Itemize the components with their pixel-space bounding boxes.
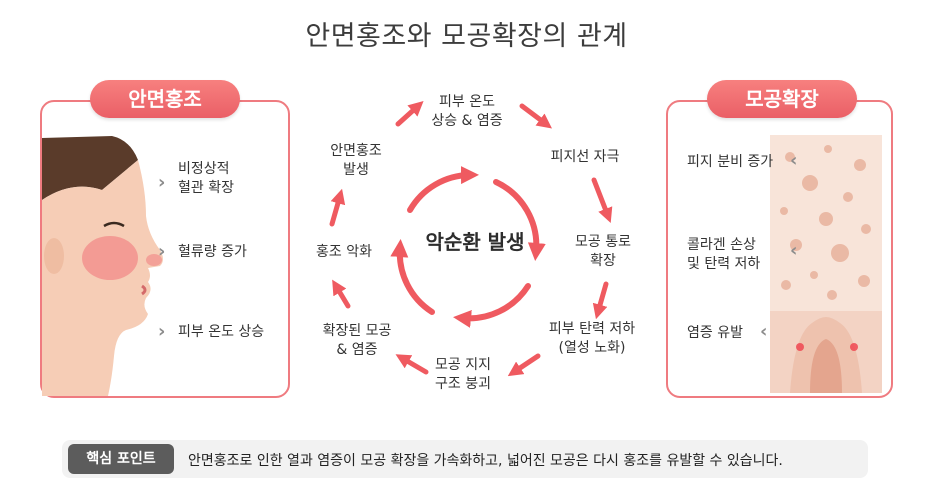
cycle-arrow-4 (592, 281, 609, 320)
key-point-text: 안면홍조로 인한 열과 염증이 모공 확장을 가속화하고, 넓어진 모공은 다시… (188, 453, 783, 469)
ring-arrow-right (493, 179, 546, 261)
chevron-right-icon: › (158, 172, 166, 193)
ring-arrow-left (390, 239, 435, 315)
chevron-left-icon: ‹ (790, 150, 798, 171)
chevron-left-icon: ‹ (790, 240, 798, 261)
symptom-vessel-dilation: 비정상적 혈관 확장 (178, 161, 234, 196)
symptom-inflammation: 염증 유발 (687, 325, 743, 341)
symptom-blood-flow: 혈류량 증가 (178, 244, 247, 260)
pore-header: 모공확장 (707, 80, 857, 118)
chevron-left-icon: ‹ (760, 321, 768, 342)
page-title: 안면홍조와 모공확장의 관계 (305, 21, 628, 52)
chevron-right-icon: › (158, 241, 166, 262)
cycle-node-pore-channel: 모공 통로 확장 (575, 234, 631, 269)
cycle-node-flush-onset: 안면홍조 발생 (330, 143, 382, 178)
symptom-sebum: 피지 분비 증가 (687, 154, 774, 170)
ring-arrow-bottom (453, 283, 531, 328)
cycle-arrow-1 (395, 100, 424, 127)
cycle-arrow-3 (591, 177, 613, 223)
cycle-arrow-5 (507, 353, 541, 377)
symptom-skin-temp: 피부 온도 상승 (178, 324, 265, 340)
cycle-arrow-8 (329, 188, 346, 227)
key-point-badge: 핵심 포인트 (68, 444, 174, 474)
cycle-node-flush-worsen: 홍조 악화 (316, 244, 372, 260)
cycle-arrow-7 (332, 279, 351, 309)
pore-skin-illustration (770, 135, 882, 393)
chevron-right-icon: › (158, 321, 166, 342)
flushing-header: 안면홍조 (90, 80, 240, 118)
key-point-bar (62, 440, 868, 478)
ring-arrow-top (407, 166, 479, 213)
face-profile-illustration (42, 136, 163, 396)
cycle-center-label: 악순환 발생 (425, 230, 525, 254)
cycle-node-temp-inflammation: 피부 온도 상승 & 염증 (431, 94, 503, 129)
cycle-node-sebaceous: 피지선 자극 (550, 149, 620, 165)
cycle-arrow-2 (519, 103, 552, 129)
cycle-node-elasticity: 피부 탄력 저하 (열성 노화) (548, 321, 636, 356)
cycle-node-support-collapse: 모공 지지 구조 붕괴 (435, 357, 491, 392)
cycle-node-enlarged-pore: 확장된 모공 & 염증 (322, 323, 392, 358)
symptom-collagen: 콜라겐 손상 및 탄력 저하 (687, 237, 761, 272)
cycle-arrow-6 (395, 354, 429, 375)
